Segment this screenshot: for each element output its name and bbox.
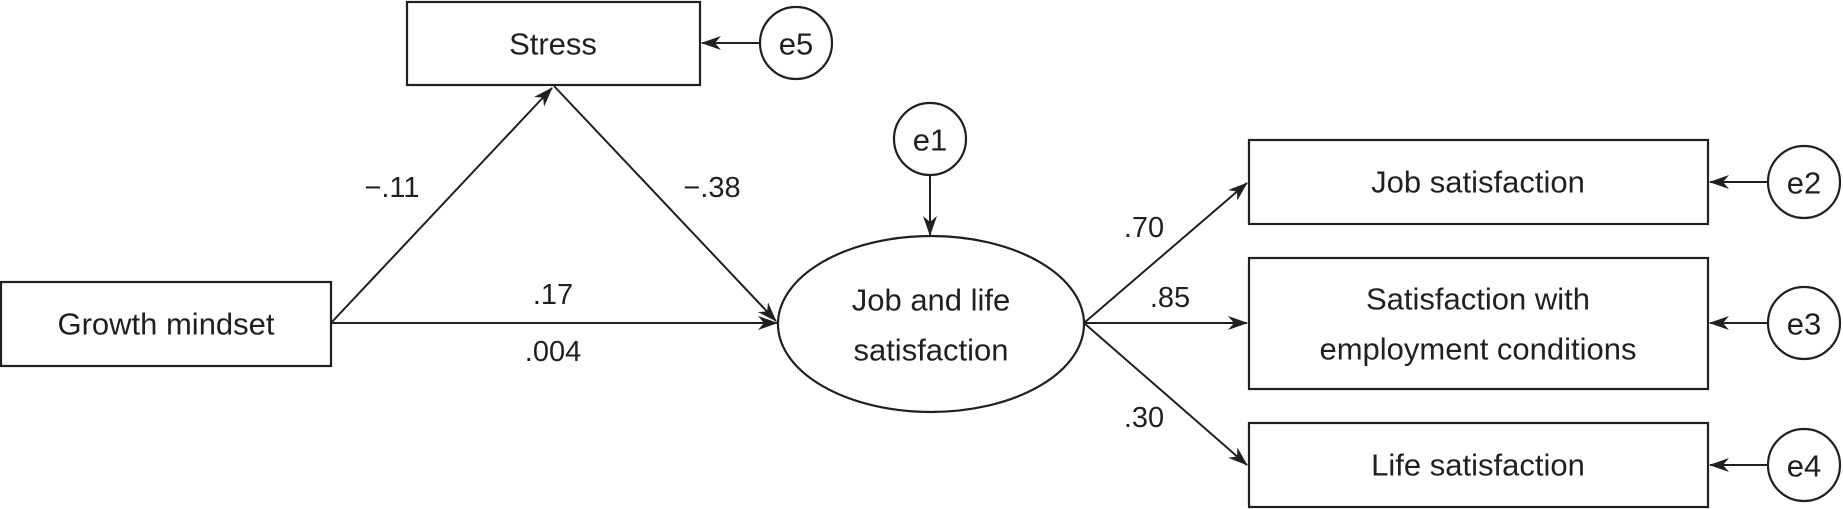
arrow-latent-to-job	[1083, 182, 1248, 324]
e3-label: e3	[1787, 307, 1821, 342]
life-satisfaction-box: Life satisfaction	[1247, 421, 1710, 509]
latent-label-line1: Job and life	[852, 283, 1011, 318]
error-e3: e3	[1766, 285, 1842, 361]
error-e2: e2	[1766, 144, 1842, 220]
error-e4: e4	[1766, 427, 1842, 503]
e1-label: e1	[913, 123, 947, 158]
employment-conditions-box: Satisfaction with employment conditions	[1247, 256, 1710, 391]
employment-label-line1: Satisfaction with	[1366, 282, 1590, 317]
job-satisfaction-label: Job satisfaction	[1371, 165, 1585, 200]
error-e5: e5	[758, 5, 834, 81]
growth-mindset-label: Growth mindset	[57, 307, 274, 342]
error-e1: e1	[892, 101, 968, 177]
latent-ellipse: Job and life satisfaction	[776, 234, 1086, 414]
coef-latent-life: .30	[1124, 402, 1164, 434]
arrow-growth-to-stress	[330, 87, 553, 324]
job-satisfaction-box: Job satisfaction	[1247, 138, 1710, 226]
arrow-stress-to-latent	[553, 85, 777, 322]
coef-latent-job: .70	[1124, 212, 1164, 244]
coef-growth-latent-bottom: .004	[525, 336, 581, 368]
e2-label: e2	[1787, 166, 1821, 201]
arrow-latent-to-life	[1083, 322, 1248, 466]
life-satisfaction-label: Life satisfaction	[1371, 448, 1585, 483]
e5-label: e5	[779, 27, 813, 62]
coef-growth-stress: −.11	[364, 172, 419, 204]
coef-growth-latent-top: .17	[533, 279, 573, 311]
coef-latent-employment: .85	[1150, 282, 1190, 314]
coef-stress-latent: −.38	[683, 172, 740, 204]
e4-label: e4	[1787, 449, 1821, 484]
growth-mindset-box: Growth mindset	[0, 280, 333, 368]
employment-label-line2: employment conditions	[1319, 332, 1636, 367]
stress-label: Stress	[509, 27, 597, 62]
latent-label-line2: satisfaction	[853, 333, 1008, 368]
stress-box: Stress	[405, 0, 702, 87]
